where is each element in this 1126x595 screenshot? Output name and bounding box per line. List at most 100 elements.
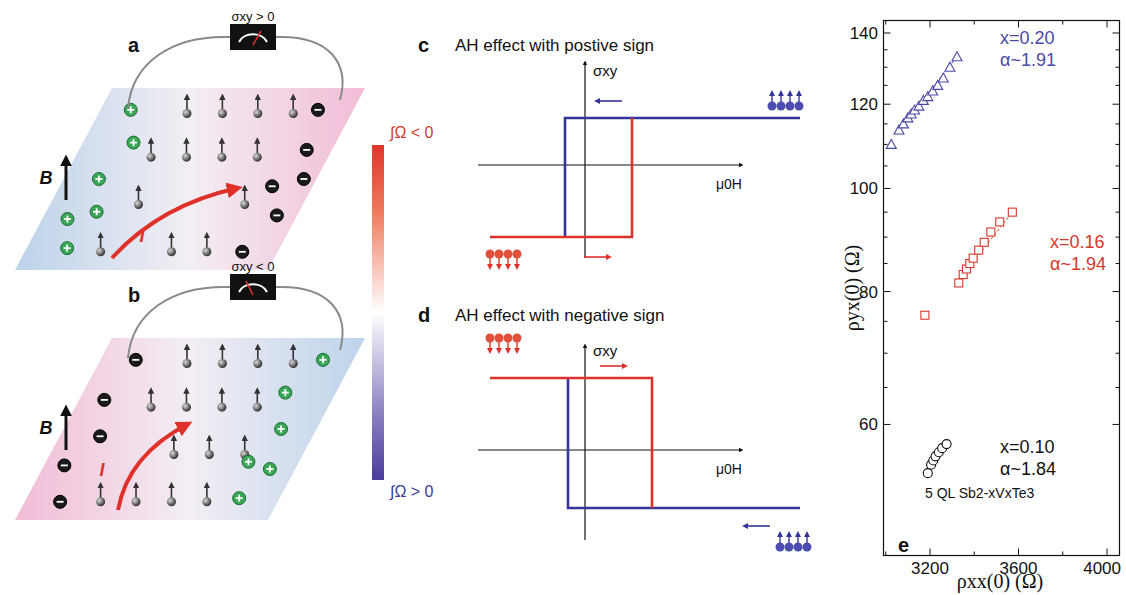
- spin-ball: [182, 403, 191, 412]
- negative-charge: [129, 353, 142, 366]
- spin-arrow: [516, 342, 518, 352]
- spin-arrow: [256, 139, 258, 153]
- meter-dial: [239, 284, 267, 292]
- panel-letter: d: [418, 305, 430, 325]
- meter-dial: [239, 34, 267, 42]
- panel-title: AH effect with negative sign: [455, 307, 664, 324]
- charge-sign: [96, 208, 98, 215]
- spin-ball: [803, 543, 812, 552]
- spin-ball: [786, 102, 795, 111]
- square-marker: [980, 238, 988, 246]
- spin-ball: [504, 334, 513, 343]
- axis-tick: [1116, 144, 1120, 145]
- sweep-arrow: [600, 365, 626, 367]
- series-label: α~1.94: [1050, 255, 1106, 273]
- axis-tick: [1116, 123, 1120, 124]
- sample-label: 5 QL Sb2-xVxTe3: [925, 486, 1034, 500]
- axis-tick: [1113, 291, 1120, 292]
- axis-tick: [1062, 552, 1063, 556]
- spin-arrow: [244, 436, 246, 450]
- axis-tick: [884, 237, 888, 238]
- spin-ball: [169, 450, 178, 459]
- axis: [584, 345, 585, 540]
- meter-needle: [253, 31, 261, 45]
- square-marker: [969, 254, 977, 262]
- axis-label: σxy: [593, 343, 617, 358]
- positive-charge: [233, 492, 246, 505]
- spin-arrow: [221, 389, 223, 403]
- axis-tick: [884, 321, 888, 322]
- positive-charge: [124, 103, 137, 116]
- spin-arrow: [206, 484, 208, 498]
- field-label: B: [40, 169, 53, 187]
- spin-ball: [132, 497, 141, 506]
- axis-tick: [884, 85, 888, 86]
- charge-sign: [303, 149, 310, 151]
- negative-charge: [94, 430, 107, 443]
- negative-charge: [58, 459, 71, 472]
- spin-ball: [253, 109, 262, 118]
- series-label: α~1.84: [1000, 460, 1056, 478]
- axis-tick: [930, 549, 931, 556]
- spin-arrow: [292, 95, 294, 109]
- spin-ball: [289, 359, 298, 368]
- spin-arrow: [256, 389, 258, 403]
- spin-ball: [167, 247, 176, 256]
- charge-sign: [322, 356, 324, 363]
- spin-arrow: [138, 186, 140, 200]
- charge-sign: [300, 178, 307, 180]
- panel-title: AH effect with postive sign: [455, 37, 654, 54]
- positive-charge: [61, 213, 74, 226]
- spin-ball: [205, 450, 214, 459]
- positive-charge: [127, 136, 140, 149]
- axis-tick: [930, 21, 931, 28]
- spin-arrow: [771, 92, 773, 102]
- axis-tick: [974, 552, 975, 556]
- spin-ball: [495, 334, 504, 343]
- spin-ball: [96, 497, 105, 506]
- square-marker: [975, 246, 983, 254]
- axis-tick: [1116, 321, 1120, 322]
- spin-ball: [218, 109, 227, 118]
- axis-tick: [1107, 549, 1108, 556]
- spin-ball: [776, 543, 785, 552]
- axis-tick: [1113, 104, 1120, 105]
- spin-ball: [217, 153, 226, 162]
- spin-arrow: [222, 345, 224, 359]
- axis-tick: [1116, 237, 1120, 238]
- film-sheet: [15, 88, 365, 270]
- circle-marker: [923, 469, 932, 478]
- axis-tick: [1116, 353, 1120, 354]
- spin-arrow: [209, 436, 211, 450]
- hysteresis-panel: [478, 62, 804, 268]
- film-sheet: [15, 338, 365, 520]
- spin-ball: [289, 109, 298, 118]
- plot-frame: [884, 21, 1120, 556]
- spin-arrow: [779, 533, 781, 543]
- negative-charge: [98, 393, 111, 406]
- axis-tick: [884, 424, 891, 425]
- axis-tick: [884, 263, 888, 264]
- series-label: α~1.91: [1000, 51, 1056, 69]
- charge-sign: [133, 139, 135, 146]
- spin-ball: [253, 403, 262, 412]
- charge-sign: [97, 435, 104, 437]
- tick-label: 60: [859, 416, 878, 433]
- charge-sign: [67, 216, 69, 223]
- negative-charge: [266, 180, 279, 193]
- axis-tick: [884, 188, 891, 189]
- axis-tick: [884, 353, 888, 354]
- spin-ball: [513, 334, 522, 343]
- spin-ball: [240, 200, 249, 209]
- field-label: B: [40, 419, 53, 437]
- charge-sign: [98, 176, 100, 183]
- spin-arrow: [292, 345, 294, 359]
- axis-tick: [884, 123, 888, 124]
- positive-charge: [279, 386, 292, 399]
- charge-sign: [239, 251, 246, 253]
- spin-ball: [486, 334, 495, 343]
- spin-ball: [96, 247, 105, 256]
- axis-tick: [884, 67, 888, 68]
- axis: [584, 62, 585, 258]
- loop-blue: [565, 118, 800, 237]
